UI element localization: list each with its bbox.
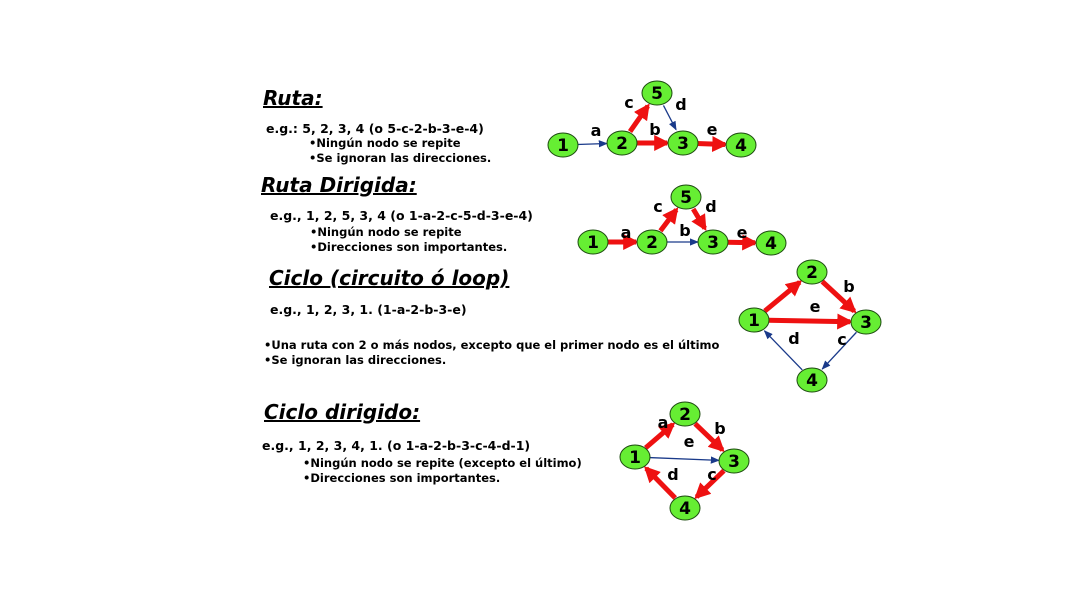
node-5 [670,184,702,210]
edge-n4-n1 [643,466,677,500]
node-3 [667,130,699,156]
node-label-4: 4 [765,234,777,254]
edge-n3-n4 [696,136,729,153]
edge-label-e: e [737,223,748,242]
node-5 [641,80,673,106]
section-title-ruta: Ruta: [263,86,323,110]
graph-4: a bec d 1 2 3 4 [619,401,750,521]
node-1 [547,132,579,158]
node-label-2: 2 [806,263,818,283]
graph-2: a c db e 1 2 3 4 5 [577,184,787,256]
edge-label-d: d [788,329,799,348]
node-3 [850,309,882,335]
bullet-ruta-dirigida-1: •Ningún nodo se repite [310,225,462,239]
graph-1: a c db e 1 2 3 4 5 [547,80,757,158]
node-2 [796,259,828,285]
node-label-3: 3 [677,134,689,154]
node-2 [669,401,701,427]
section-title-ciclo-dirigido: Ciclo dirigido: [264,400,421,424]
node-label-3: 3 [728,452,740,472]
edge-n1-n2 [576,140,608,148]
edge-n1-n3 [767,313,854,330]
edge-label-b: b [843,277,854,296]
bullet-ruta-dirigida-2: •Direcciones son importantes. [310,240,508,254]
section-title-ciclo: Ciclo (circuito ó loop) [269,266,510,290]
node-label-3: 3 [860,313,872,333]
node-4 [669,495,701,521]
node-1 [619,444,651,470]
node-label-2: 2 [616,134,628,154]
node-label-2: 2 [679,405,691,425]
node-label-4: 4 [735,136,747,156]
section-title-ruta-dirigida: Ruta Dirigida: [261,173,417,197]
node-label-1: 1 [629,448,641,468]
node-label-1: 1 [557,136,569,156]
node-2 [606,130,638,156]
edge-label-b: b [649,120,660,139]
edge-n2-n5 [627,103,650,133]
edge-n1-n2 [763,280,803,314]
bullet-ciclo-1: •Una ruta con 2 o más nodos, excepto que… [264,338,720,352]
node-4 [755,230,787,256]
edge-label-e: e [707,120,718,139]
edge-label-d: d [705,197,716,216]
node-3 [697,229,729,255]
node-label-4: 4 [679,499,691,519]
edge-n2-n5 [658,207,679,233]
example-ciclo: e.g., 1, 2, 3, 1. (1-a-2-b-3-e) [270,302,467,317]
node-3 [718,448,750,474]
edge-n5-n3 [662,105,677,131]
edge-n1-n2 [643,422,676,450]
edge-label-b: b [679,221,690,240]
bullet-ciclo-dirigido-1: •Ningún nodo se repite (excepto el últim… [303,456,582,470]
edge-label-c: c [837,330,846,349]
edge-label-c: c [707,465,716,484]
node-label-5: 5 [680,188,692,208]
bullet-ciclo-dirigido-2: •Direcciones son importantes. [303,471,501,485]
bullet-ciclo-2: •Se ignoran las direcciones. [264,353,447,367]
edge-label-b: b [714,419,725,438]
edge-n5-n3 [691,207,707,232]
edge-label-c: c [624,93,633,112]
example-ruta: e.g.: 5, 2, 3, 4 (o 5-c-2-b-3-e-4) [266,121,484,136]
edge-n2-n3 [820,279,857,314]
graph-3: b ec d 1 2 3 4 [738,259,882,393]
node-1 [577,229,609,255]
node-4 [725,132,757,158]
edge-n3-n4 [694,468,726,500]
edge-n4-n1 [763,330,803,371]
node-2 [636,229,668,255]
edge-label-a: a [658,413,669,432]
edge-label-a: a [621,223,632,242]
node-1 [738,307,770,333]
node-label-5: 5 [651,84,663,104]
bullet-ruta-2: •Se ignoran las direcciones. [309,151,492,165]
node-4 [796,367,828,393]
edge-label-e: e [810,297,821,316]
example-ruta-dirigida: e.g., 1, 2, 5, 3, 4 (o 1-a-2-c-5-d-3-e-4… [270,208,533,223]
edge-label-d: d [675,95,686,114]
edge-n2-n3 [693,421,725,453]
node-label-1: 1 [748,311,760,331]
edge-n1-n3 [648,456,720,464]
edge-label-e: e [684,432,695,451]
example-ciclo-dirigido: e.g., 1, 2, 3, 4, 1. (o 1-a-2-b-3-c-4-d-… [262,438,531,453]
bullet-ruta-1: •Ningún nodo se repite [309,136,461,150]
edge-n3-n4 [821,331,857,370]
node-label-4: 4 [806,371,818,391]
edge-label-c: c [653,197,662,216]
node-label-1: 1 [587,233,599,253]
node-label-2: 2 [646,233,658,253]
node-label-3: 3 [707,233,719,253]
edge-label-d: d [667,465,678,484]
edge-label-a: a [591,121,602,140]
